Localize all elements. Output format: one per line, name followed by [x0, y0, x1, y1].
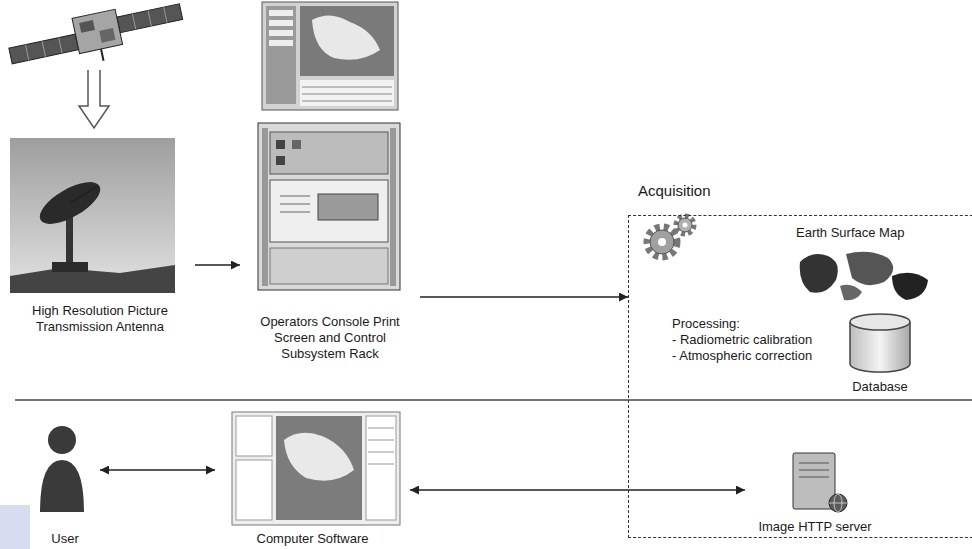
flow-arrow: [420, 296, 628, 298]
component-box: Image HTTP server: [745, 445, 885, 535]
component-box: User: [30, 412, 100, 547]
console-screenshot: [262, 2, 398, 110]
gear-icon: [647, 216, 694, 257]
rack-photo: [258, 123, 400, 290]
component-box: High Resolution Picture Transmission Ant…: [5, 135, 195, 335]
component-box: Earth Surface Map: [792, 225, 968, 305]
downlink-arrow: [79, 70, 109, 128]
component-box: Computer Software: [215, 408, 410, 547]
dashed-border: [628, 215, 972, 538]
component-label: Processing:: [672, 316, 740, 332]
component-label: - Atmospheric correction: [672, 348, 812, 364]
flow-arrow: [100, 469, 215, 471]
component-label: Computer Software: [257, 531, 369, 547]
component-label: - Radiometric calibration: [672, 332, 812, 348]
server-icon: [793, 453, 847, 512]
separator-line: [15, 399, 972, 401]
flow-arrow: [195, 264, 240, 266]
user-icon: [40, 426, 84, 512]
component-label: Earth Surface Map: [796, 225, 904, 241]
database-cylinder: [850, 314, 910, 372]
component-label: User: [51, 531, 78, 547]
map-picture: [800, 252, 928, 301]
component-label: Operators Console Print Screen and Contr…: [242, 314, 418, 362]
component-box: Database: [835, 312, 925, 395]
component-label: Database: [852, 379, 908, 395]
flow-arrow: [410, 489, 745, 491]
component-label: High Resolution Picture Transmission Ant…: [9, 303, 191, 335]
corner-patch: [0, 505, 30, 549]
component-label: Image HTTP server: [758, 519, 871, 535]
acquisition-region: AcquisitionProcessing:- Radiometric cali…: [628, 178, 972, 538]
component-box: Operators Console Print Screen and Contr…: [240, 0, 420, 362]
software-screenshot: [232, 412, 400, 525]
antenna-photo: [10, 138, 175, 293]
region-heading: Acquisition: [638, 182, 711, 200]
satellite-picture: [6, 0, 188, 79]
